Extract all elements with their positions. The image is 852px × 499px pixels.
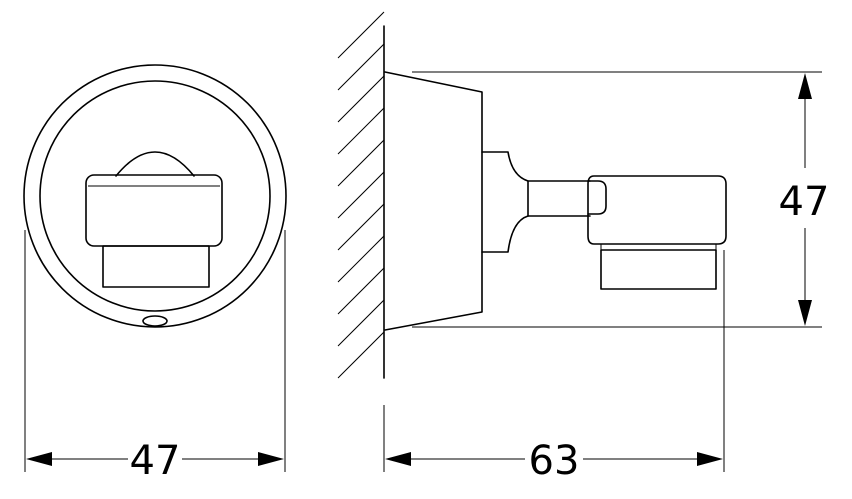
front-outer-ring bbox=[23, 64, 287, 328]
hatch-line bbox=[337, 43, 385, 91]
side-arrow-left bbox=[385, 452, 411, 466]
front-width-label: 47 bbox=[130, 438, 181, 484]
hatch-line bbox=[337, 235, 385, 283]
side-view: 47 63 bbox=[337, 11, 830, 484]
front-dome bbox=[115, 151, 195, 177]
side-height-label: 47 bbox=[779, 179, 830, 225]
hatch-line bbox=[337, 203, 385, 251]
front-arrow-right bbox=[258, 452, 284, 466]
front-view: 47 bbox=[23, 64, 287, 484]
hatch-line bbox=[337, 75, 385, 123]
wall-hatching bbox=[337, 11, 385, 379]
hatch-line bbox=[337, 139, 385, 187]
side-collar bbox=[600, 249, 717, 290]
side-base bbox=[384, 71, 483, 331]
hatch-line bbox=[337, 299, 385, 347]
side-arrow-top bbox=[798, 73, 812, 99]
side-clamp-head bbox=[587, 175, 727, 245]
side-arrow-bottom bbox=[798, 300, 812, 326]
side-arrow-right bbox=[697, 452, 723, 466]
side-depth-label: 63 bbox=[529, 438, 580, 484]
side-connector bbox=[481, 151, 591, 253]
front-inner-ring bbox=[39, 80, 271, 312]
side-clamp-knob bbox=[587, 180, 607, 215]
front-slot bbox=[142, 315, 168, 327]
hatch-line bbox=[337, 171, 385, 219]
front-collar bbox=[102, 245, 210, 288]
hatch-line bbox=[337, 331, 385, 379]
hatch-line bbox=[337, 11, 385, 59]
front-arrow-left bbox=[26, 452, 52, 466]
hatch-line bbox=[337, 107, 385, 155]
hatch-line bbox=[337, 267, 385, 315]
